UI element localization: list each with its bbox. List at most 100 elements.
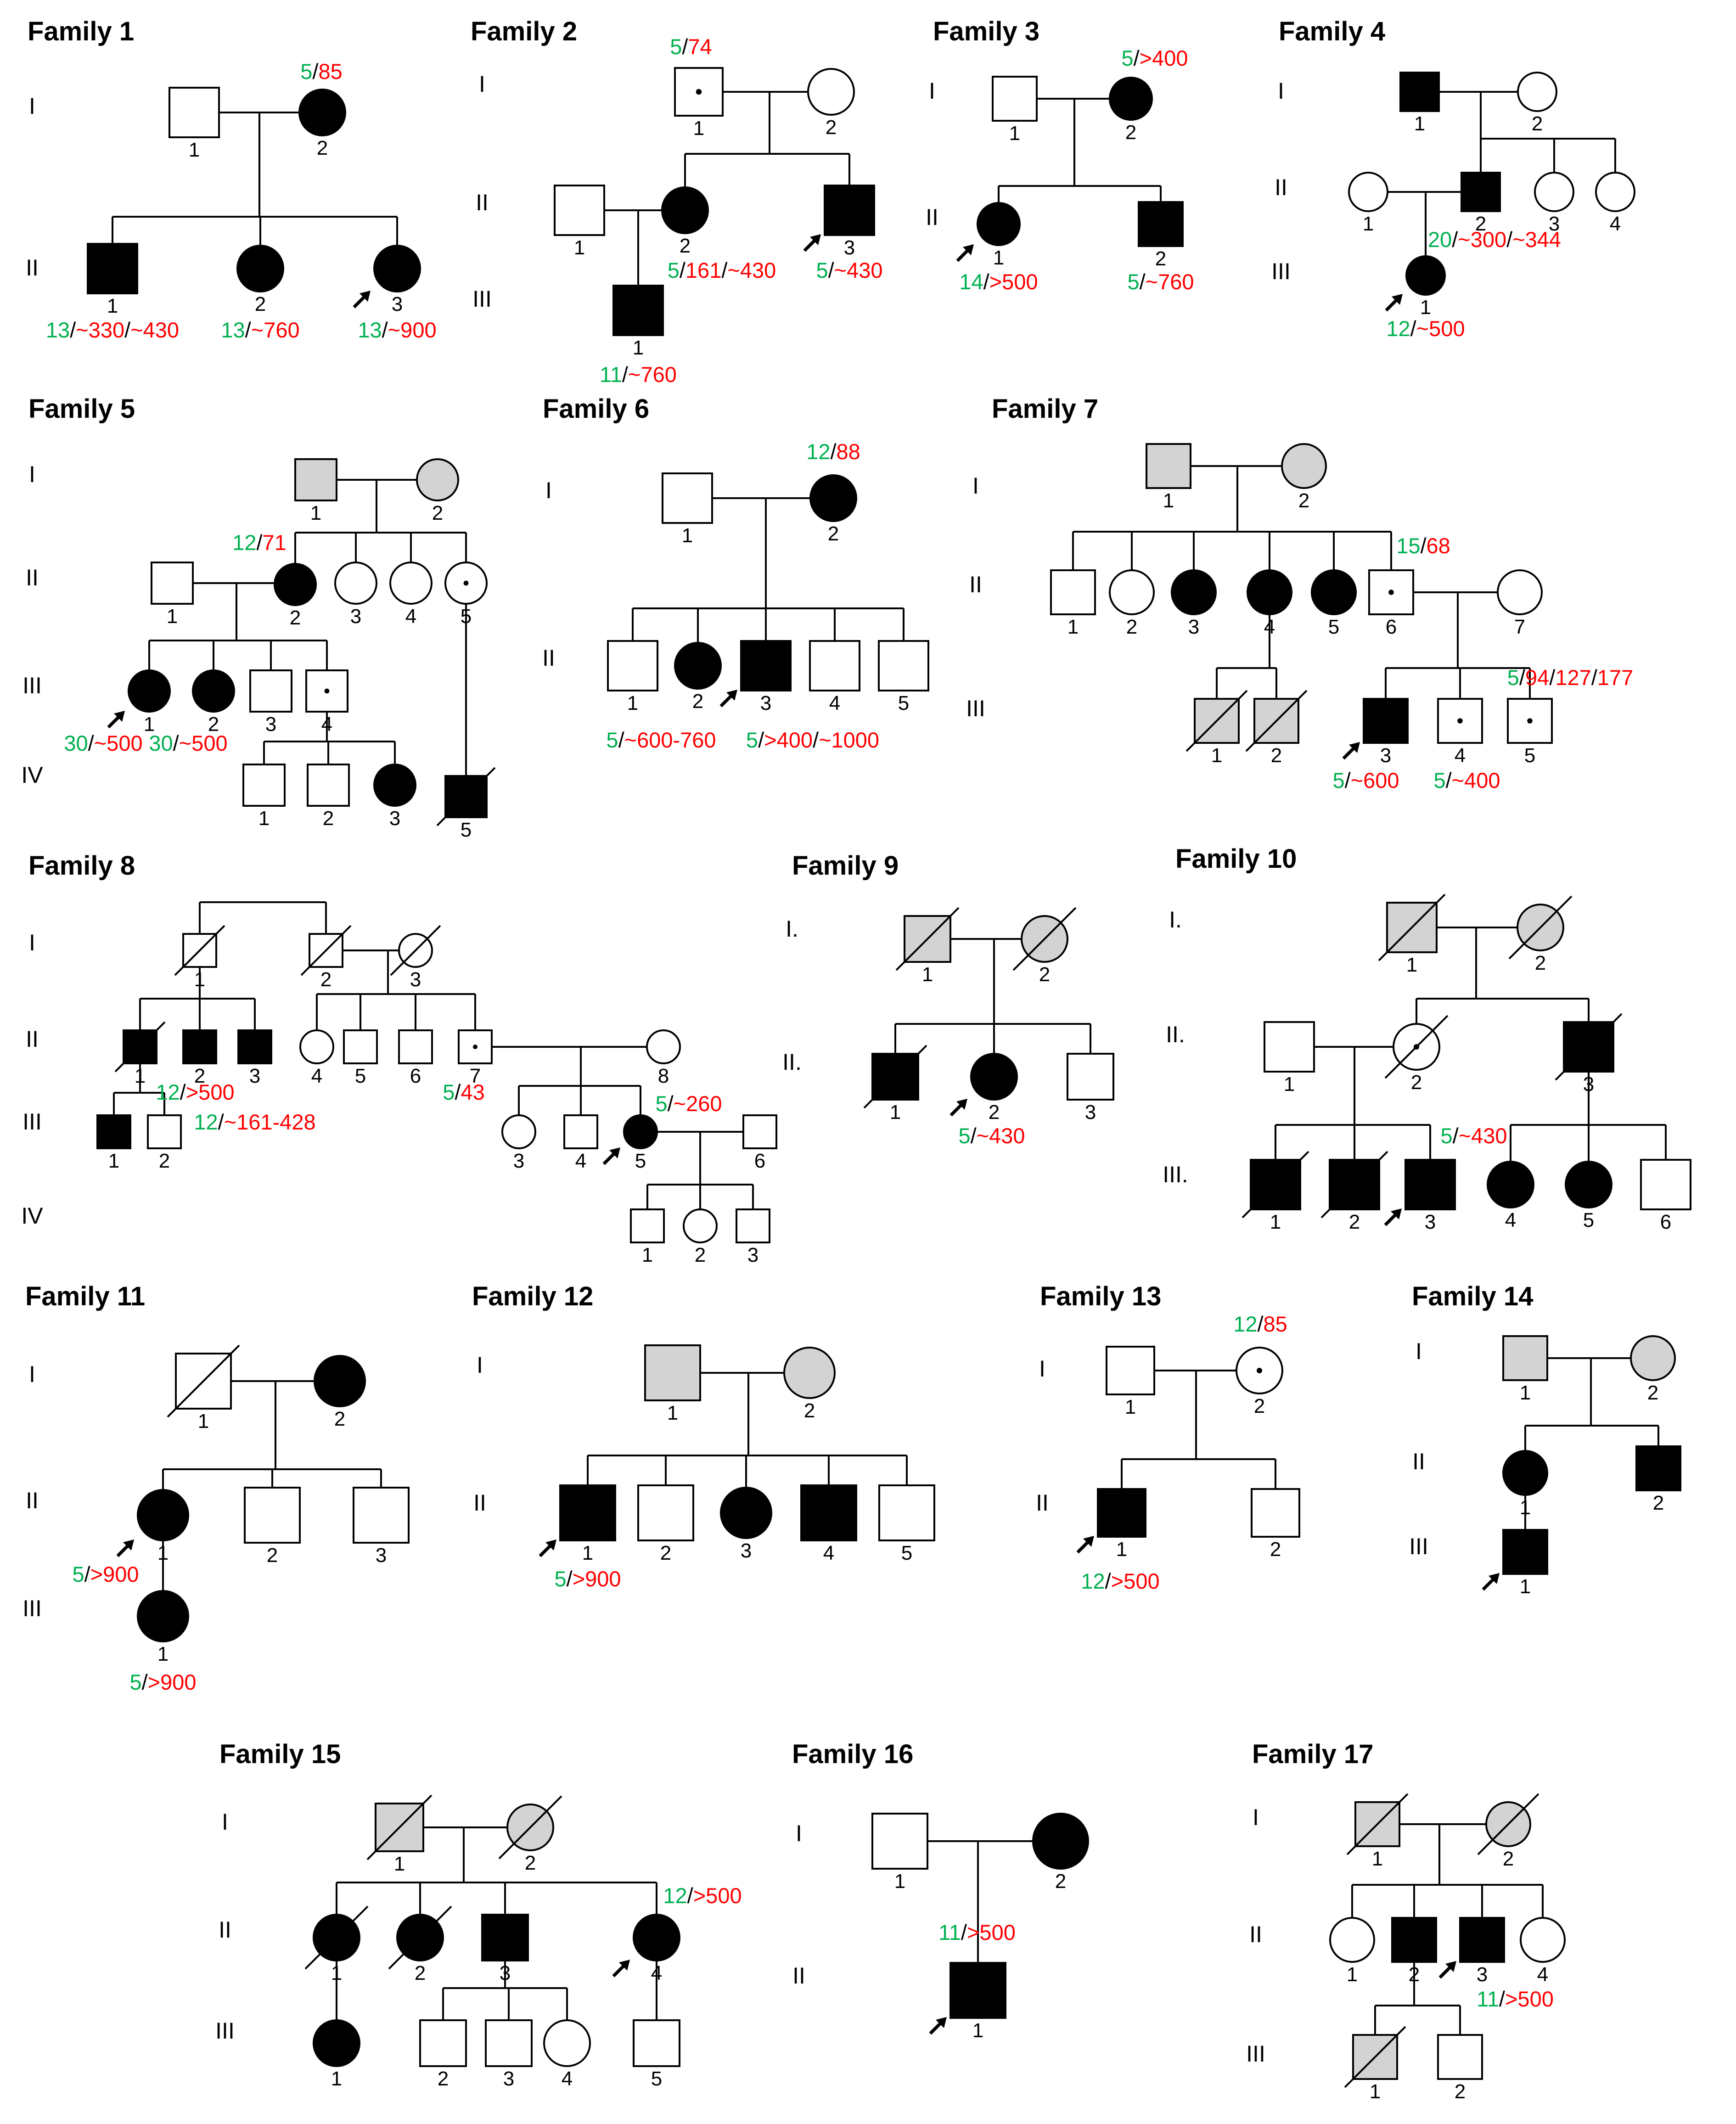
person-number: 2 xyxy=(415,1962,426,1984)
value-separator: / xyxy=(1506,227,1513,252)
value-red: ~330 xyxy=(76,318,124,342)
value-label: 13/~330/~430 xyxy=(46,318,179,342)
value-red: >500 xyxy=(1111,1569,1160,1593)
family-title: Family 9 xyxy=(792,851,899,881)
person-number: 4 xyxy=(823,1542,834,1564)
value-green: 12 xyxy=(194,1110,218,1134)
value-separator: / xyxy=(983,270,990,294)
male-square-unaffected xyxy=(736,1208,770,1243)
value-red: ~430 xyxy=(727,258,776,282)
male-square-affected xyxy=(949,1962,1006,2019)
male-square-affected xyxy=(1391,1917,1437,1963)
female-circle-affected xyxy=(809,474,857,522)
generation-label: I xyxy=(1416,1338,1422,1364)
person-number: 7 xyxy=(1514,616,1525,638)
value-separator: / xyxy=(70,318,76,342)
value-green: 5 xyxy=(72,1562,84,1586)
person-number: 3 xyxy=(265,713,276,736)
value-red: >500 xyxy=(967,1920,1016,1944)
value-label: 5/~400 xyxy=(1433,768,1500,792)
value-red: 94 xyxy=(1525,665,1549,690)
female-circle-affected xyxy=(1171,569,1217,615)
generation-label: III xyxy=(966,696,985,721)
person-number: 3 xyxy=(1188,616,1199,638)
value-separator: / xyxy=(1410,316,1417,341)
female-circle-affected xyxy=(970,1053,1018,1101)
male-square-unaffected xyxy=(1067,1053,1114,1101)
value-red: >500 xyxy=(693,1883,742,1908)
generation-label: I. xyxy=(1169,907,1182,933)
value-red: ~900 xyxy=(388,318,437,342)
female-circle-unaffected xyxy=(1517,72,1557,112)
value-red: 68 xyxy=(1427,534,1450,558)
female-circle-obligate xyxy=(416,458,459,501)
person-number: 2 xyxy=(1503,1848,1514,1870)
value-red: 88 xyxy=(837,439,860,464)
family-title: Family 8 xyxy=(28,851,135,881)
family-title: Family 3 xyxy=(933,17,1039,46)
value-separator: / xyxy=(668,1091,674,1116)
person-number: 2 xyxy=(1125,121,1136,144)
female-circle-affected xyxy=(236,245,284,292)
person-number: 5 xyxy=(651,2068,662,2090)
value-red: ~600-760 xyxy=(624,728,716,752)
generation-label: I xyxy=(929,78,935,104)
female-circle-unaffected xyxy=(646,1029,681,1064)
value-green: 12 xyxy=(806,439,830,464)
person-number: 1 xyxy=(1414,112,1425,135)
value-green: 5 xyxy=(670,34,682,59)
person-number: 2 xyxy=(1455,2080,1466,2103)
person-number: 4 xyxy=(1264,616,1275,638)
value-label: 13/~900 xyxy=(358,318,436,342)
value-red: 85 xyxy=(1264,1312,1287,1336)
male-square-unaffected xyxy=(662,472,713,524)
deceased-slash xyxy=(1012,907,1077,971)
person-number: 2 xyxy=(1270,1538,1281,1561)
value-separator: / xyxy=(84,1562,91,1586)
value-label: 5/>400/~1000 xyxy=(746,728,879,752)
value-label: 11/>500 xyxy=(938,1920,1016,1944)
person-number: 1 xyxy=(1347,1963,1358,1986)
value-red: ~760 xyxy=(1146,270,1194,294)
person-number: 1 xyxy=(693,117,704,140)
female-circle-affected xyxy=(373,245,421,292)
female-circle-affected xyxy=(128,669,171,713)
generation-label: II xyxy=(1036,1490,1049,1516)
female-circle-unaffected xyxy=(1348,172,1388,212)
generation-label: I xyxy=(222,1809,228,1835)
value-separator: / xyxy=(828,258,835,282)
proband-arrowhead xyxy=(1391,1208,1402,1219)
generation-label: II xyxy=(969,572,982,597)
person-number: 1 xyxy=(1372,1848,1383,1870)
female-circle-affected xyxy=(192,669,235,713)
value-green: 20 xyxy=(1428,227,1452,252)
generation-label: II xyxy=(926,204,938,230)
value-green: 12 xyxy=(232,530,256,555)
male-square-affected xyxy=(559,1484,616,1541)
person-number: 2 xyxy=(1155,247,1166,270)
deceased-slash xyxy=(1477,1793,1539,1855)
person-number: 2 xyxy=(804,1399,815,1422)
value-red: >900 xyxy=(573,1567,621,1591)
female-circle-obligate xyxy=(783,1347,836,1399)
person-number: 1 xyxy=(1363,213,1374,235)
proband-arrowhead xyxy=(1083,1536,1094,1547)
male-square-affected xyxy=(612,285,664,336)
person-number: 4 xyxy=(562,2068,573,2090)
female-circle-affected xyxy=(1487,1161,1534,1208)
generation-label: I xyxy=(479,71,485,97)
value-label: 5/94/127/177 xyxy=(1507,665,1633,690)
male-square-unaffected xyxy=(809,640,860,691)
value-label: 12/~161-428 xyxy=(194,1110,315,1134)
value-green: 5 xyxy=(606,728,618,752)
generation-label: II xyxy=(26,255,39,281)
person-number: 5 xyxy=(635,1150,646,1172)
female-circle-unaffected xyxy=(334,562,377,605)
value-green: 5 xyxy=(1121,46,1133,70)
